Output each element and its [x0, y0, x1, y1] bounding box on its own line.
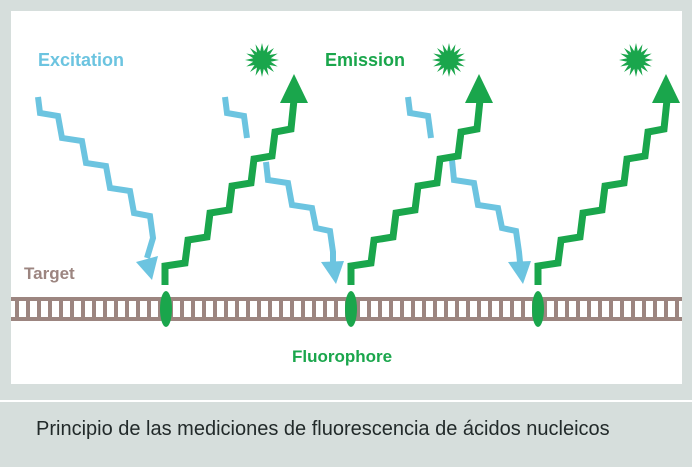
starburst-icon — [245, 43, 279, 77]
fluorophore-label: Fluorophore — [292, 347, 392, 366]
diagram-panel — [11, 11, 682, 384]
excitation-arrows — [35, 96, 523, 263]
arrowhead-icon — [321, 261, 344, 284]
fluorescence-diagram: Excitation Emission Target Fluorophore — [11, 43, 682, 366]
excitation-arrow-3b — [449, 159, 523, 263]
starbursts — [245, 43, 653, 77]
emission-arrow-2 — [347, 99, 484, 285]
excitation-arrow-3 — [405, 96, 434, 139]
excitation-arrow-2 — [222, 96, 250, 139]
arrowhead-icon — [280, 74, 308, 103]
arrowhead-icon — [465, 74, 493, 103]
excitation-arrowheads — [136, 256, 531, 284]
target-label: Target — [24, 264, 75, 283]
fluorophores — [160, 291, 544, 327]
arrowhead-icon — [136, 256, 158, 280]
starburst-icon — [432, 43, 466, 77]
fluorophore-dot — [160, 291, 172, 327]
starburst-icon — [619, 43, 653, 77]
emission-arrowheads — [280, 74, 680, 103]
arrowhead-icon — [508, 261, 531, 284]
excitation-label: Excitation — [38, 50, 124, 70]
emission-arrows — [161, 99, 671, 285]
excitation-arrow-2b — [263, 161, 336, 262]
emission-arrow-3 — [534, 99, 671, 285]
arrowhead-icon — [652, 74, 680, 103]
emission-arrow-1 — [161, 99, 298, 285]
excitation-arrow-1 — [35, 96, 157, 259]
fluorophore-dot — [532, 291, 544, 327]
figure: Excitation Emission Target Fluorophore — [11, 11, 682, 384]
fluorophore-dot — [345, 291, 357, 327]
caption-bar: Principio de las mediciones de fluoresce… — [0, 400, 692, 467]
figure-caption: Principio de las mediciones de fluoresce… — [36, 418, 610, 440]
emission-label: Emission — [325, 50, 405, 70]
